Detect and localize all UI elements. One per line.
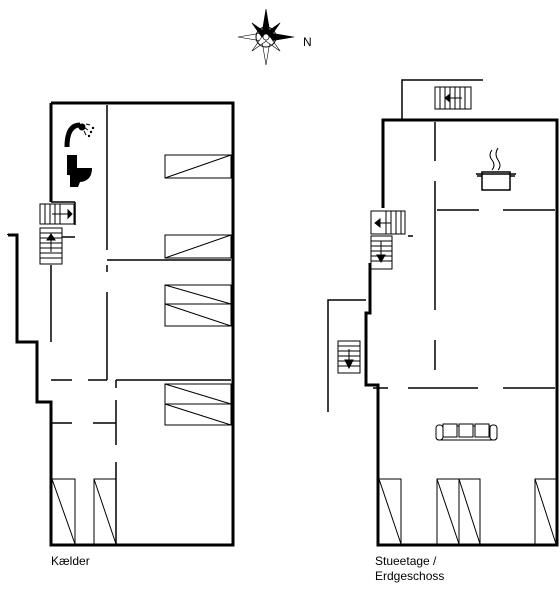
ground-floor-label-line2: Erdgeschoss — [375, 569, 445, 583]
stairs-icon — [337, 86, 472, 374]
cooking-pot-icon — [476, 147, 516, 191]
ground-floor-interior-walls — [373, 122, 555, 389]
basement-plan — [7, 101, 235, 547]
ground-floor-outer-wall — [364, 118, 559, 547]
stairs-icon — [39, 203, 75, 265]
ground-floor-label-line1: Stueetage / — [375, 554, 437, 568]
ground-floor-plan — [327, 79, 559, 547]
basement-outer-wall — [8, 101, 235, 547]
basement-interior-walls — [51, 105, 231, 545]
compass-north-label: N — [303, 35, 312, 49]
toilet-icon — [67, 155, 92, 187]
sofa-icon — [435, 423, 498, 441]
shower-icon — [64, 122, 95, 148]
compass-rose-icon — [237, 8, 295, 66]
basement-label: Kælder — [51, 554, 90, 568]
bed-icon — [378, 478, 557, 545]
bed-icon — [51, 154, 232, 545]
